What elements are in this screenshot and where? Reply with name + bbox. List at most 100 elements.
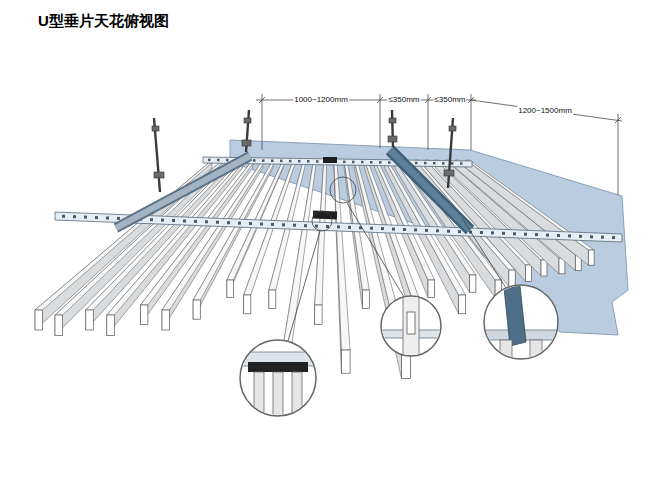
main-keel (390, 150, 470, 230)
carrier-hole (388, 161, 391, 164)
baffle-end (362, 290, 369, 308)
carrier-hole (557, 234, 560, 237)
hanger-rods (154, 110, 453, 192)
carrier-hole (326, 225, 329, 228)
carrier-hole (535, 233, 538, 236)
baffle-end (244, 295, 251, 314)
carrier-hole (524, 233, 527, 236)
carrier-hole (361, 161, 364, 164)
carrier-hole (194, 220, 197, 223)
carrier-hole (84, 216, 87, 219)
carrier-hole (370, 227, 373, 230)
dimension-label: 1000~1200mm (293, 95, 349, 105)
dimension-lines (256, 94, 622, 195)
baffle-end (227, 280, 234, 298)
carrier-hole (381, 227, 384, 230)
diagram-title: U型垂片天花俯视图 (38, 12, 169, 31)
carrier-hole (403, 228, 406, 231)
carrier-hole (217, 159, 220, 162)
carrier-hole (579, 235, 582, 238)
carrier-hole (480, 231, 483, 234)
carrier-hole (249, 222, 252, 225)
baffle-end (509, 270, 515, 287)
carrier-hole (502, 232, 505, 235)
carrier-hole (425, 229, 428, 232)
baffle-end (402, 355, 411, 379)
baffle-end (526, 265, 532, 281)
carrier-holes (62, 215, 615, 239)
carrier-hole (280, 160, 283, 163)
carrier-hole (451, 162, 454, 165)
main-keel (116, 156, 250, 228)
carrier-hole (289, 160, 292, 163)
main-keel (116, 156, 250, 228)
carrier-hole (307, 160, 310, 163)
carrier-hole (601, 236, 604, 239)
carrier-hole (513, 232, 516, 235)
carrier-hole (414, 228, 417, 231)
clip (313, 211, 337, 220)
carrier-hole (271, 160, 274, 163)
carrier-hole (424, 162, 427, 165)
carrier-hole (226, 159, 229, 162)
baffle-end (315, 305, 322, 325)
baffle-end (141, 305, 148, 325)
carrier-hole (590, 235, 593, 238)
baffle-end (588, 250, 594, 265)
baffle-end (459, 295, 466, 314)
baffle-end (35, 310, 43, 330)
baffle-end (55, 315, 63, 335)
carrier-hole (343, 161, 346, 164)
baffle-end (428, 280, 435, 298)
main-keel (390, 150, 470, 230)
carrier-hole (352, 161, 355, 164)
carrier-hole (282, 223, 285, 226)
dimension-label: ≤350mm (433, 95, 466, 105)
carrier-hole (348, 226, 351, 229)
carrier-hole (293, 224, 296, 227)
baffle-end (107, 315, 115, 335)
dimension-label: 1200~1500mm (517, 106, 573, 116)
carrier-hole (227, 221, 230, 224)
carrier-hole (442, 162, 445, 165)
carrier-hole (253, 159, 256, 162)
carrier-hole (392, 228, 395, 231)
carrier-hole (370, 161, 373, 164)
carrier-hole (337, 225, 340, 228)
carrier-hole (491, 231, 494, 234)
carrier-hole (238, 222, 241, 225)
carrier-hole (316, 160, 319, 163)
carrier-hole (612, 236, 615, 239)
baffle-end (470, 275, 476, 292)
hanger-nuts (152, 118, 456, 178)
carrier-hole (298, 160, 301, 163)
carrier-hole (205, 220, 208, 223)
carrier-hole (216, 221, 219, 224)
baffle-group (35, 160, 594, 379)
detail-view (380, 294, 442, 358)
carrier-hole (262, 159, 265, 162)
baffle-end (269, 290, 276, 308)
carrier-hole (379, 161, 382, 164)
baffle-side (466, 160, 588, 265)
baffle-end (193, 300, 200, 319)
carrier-hole (415, 162, 418, 165)
carrier-hole (150, 218, 153, 221)
baffle-end (162, 310, 170, 330)
detail-view (238, 352, 318, 422)
carrier-hole (73, 215, 76, 218)
carrier-hole (172, 219, 175, 222)
carrier-hole (117, 217, 120, 220)
carrier-hole (208, 159, 211, 162)
carrier-hole (271, 223, 274, 226)
carrier-hole (460, 162, 463, 165)
carrier-hole (304, 224, 307, 227)
carrier-hole (183, 220, 186, 223)
carrier-hole (433, 162, 436, 165)
carrier-hole (546, 234, 549, 237)
clip (323, 157, 337, 163)
dimension-label: ≤350mm (387, 95, 420, 105)
baffle-top (282, 160, 317, 355)
baffle-side (456, 160, 576, 271)
